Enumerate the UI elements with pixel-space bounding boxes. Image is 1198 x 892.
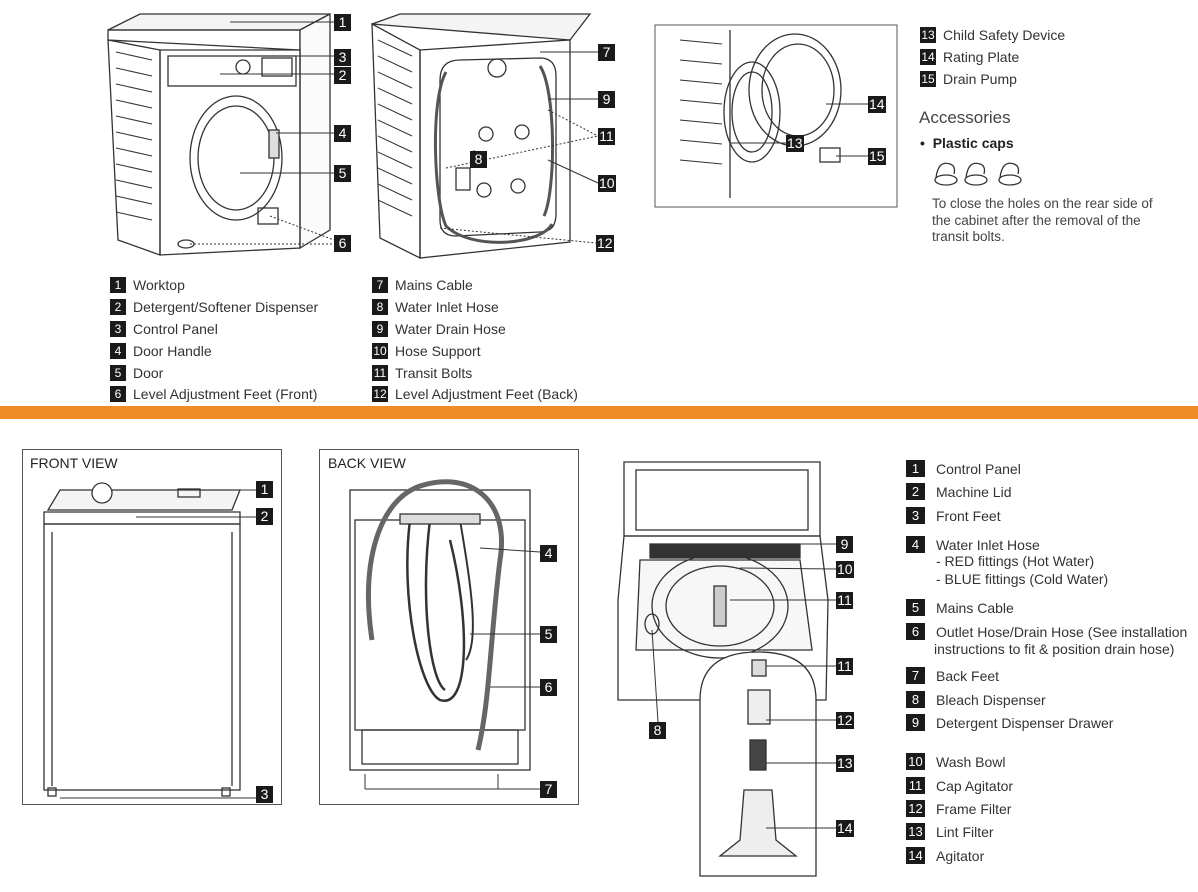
callout-4: 4 xyxy=(540,545,557,562)
callout-9: 9 xyxy=(598,91,615,108)
callout-6: 6 xyxy=(540,679,557,696)
callout-3: 3 xyxy=(256,786,273,803)
legend-sub: - BLUE fittings (Cold Water) xyxy=(936,571,1109,587)
section-divider xyxy=(0,406,1198,419)
callout-10: 10 xyxy=(598,175,616,192)
callout-5: 5 xyxy=(334,165,351,182)
callout-4: 4 xyxy=(334,125,351,142)
callout-2: 2 xyxy=(256,508,273,525)
callout-11: 11 xyxy=(598,128,615,145)
front-view-panel xyxy=(22,449,282,805)
callout-8: 8 xyxy=(649,722,666,739)
callout-1: 1 xyxy=(256,481,273,498)
front-view-title: FRONT VIEW xyxy=(30,455,118,471)
legend-sub: instructions to fit & position drain hos… xyxy=(934,641,1175,657)
callout-11b: 11 xyxy=(836,658,853,675)
callout-2: 2 xyxy=(334,67,351,84)
callout-14: 14 xyxy=(868,96,886,113)
callout-14: 14 xyxy=(836,820,854,837)
callout-10: 10 xyxy=(836,561,854,578)
callout-13: 13 xyxy=(836,755,854,772)
callout-13: 13 xyxy=(786,135,804,152)
callout-11: 11 xyxy=(836,592,853,609)
callout-12: 12 xyxy=(836,712,854,729)
callout-15: 15 xyxy=(868,148,886,165)
callout-6: 6 xyxy=(334,235,351,252)
plastic-caps-label: • Plastic caps xyxy=(920,135,1014,151)
legend-sub: - RED fittings (Hot Water) xyxy=(936,553,1095,569)
callout-7: 7 xyxy=(540,781,557,798)
back-view-title: BACK VIEW xyxy=(328,455,406,471)
callout-9: 9 xyxy=(836,536,853,553)
callout-7: 7 xyxy=(598,44,615,61)
callout-12: 12 xyxy=(596,235,614,252)
accessories-heading: Accessories xyxy=(919,108,1011,127)
callout-1: 1 xyxy=(334,14,351,31)
callout-8: 8 xyxy=(470,151,487,168)
callout-3: 3 xyxy=(334,49,351,66)
callout-5: 5 xyxy=(540,626,557,643)
plastic-caps-description: To close the holes on the rear side of t… xyxy=(932,196,1153,244)
